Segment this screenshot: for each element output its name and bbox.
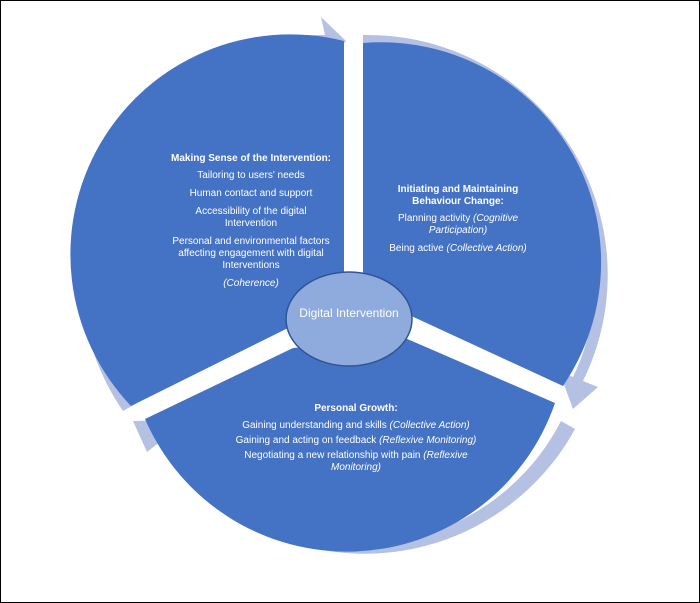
segment-title: Personal Growth: — [314, 403, 398, 414]
segment-item: Being active (Collective Action) — [373, 243, 543, 255]
segment-item: Personal and environmental factors affec… — [172, 236, 330, 271]
segment-item: Tailoring to users' needs — [197, 170, 305, 181]
center-label: Digital Intervention — [299, 306, 399, 320]
segment-item-concept: (Reflexive Monitoring) — [330, 450, 468, 473]
segment-making-sense — [70, 34, 344, 407]
segment-personal-growth — [145, 338, 555, 552]
center-ellipse — [285, 271, 413, 367]
segment-item-concept: (Collective Action) — [446, 243, 527, 254]
segment-item: Planning activity (Cognitive Participati… — [373, 213, 543, 237]
segment-item-concept: (Reflexive Monitoring) — [379, 435, 477, 446]
segment-title: Making Sense of the Intervention: — [170, 153, 332, 164]
segment-label-personal-growth: Personal Growth: Gaining understanding a… — [226, 403, 486, 480]
segment-behaviour-change — [363, 42, 602, 386]
segment-item-text: Planning activity — [397, 213, 473, 224]
segment-item-text: Negotiating a new relationship with pain — [244, 450, 424, 461]
segment-item: Gaining understanding and skills (Collec… — [226, 420, 486, 432]
segment-label-making-sense: Making Sense of the Intervention: Tailor… — [161, 153, 341, 290]
segment-item: Negotiating a new relationship with pain… — [226, 450, 486, 474]
segment-item-text: Gaining and acting on feedback — [235, 435, 380, 446]
segment-item: Accessibility of the digital Interventio… — [195, 206, 307, 229]
segment-title: Initiating and Maintaining Behaviour Cha… — [397, 184, 519, 207]
segment-item-text: Being active — [389, 243, 447, 254]
segment-concept: (Coherence) — [223, 278, 279, 289]
segment-item: Human contact and support — [189, 188, 313, 199]
segment-item-text: Gaining understanding and skills — [242, 420, 390, 431]
segment-item: Gaining and acting on feedback (Reflexiv… — [226, 435, 486, 447]
segment-item-concept: (Cognitive Participation) — [428, 213, 519, 236]
segment-label-behaviour-change: Initiating and Maintaining Behaviour Cha… — [373, 184, 543, 261]
segment-item-concept: (Collective Action) — [389, 420, 470, 431]
